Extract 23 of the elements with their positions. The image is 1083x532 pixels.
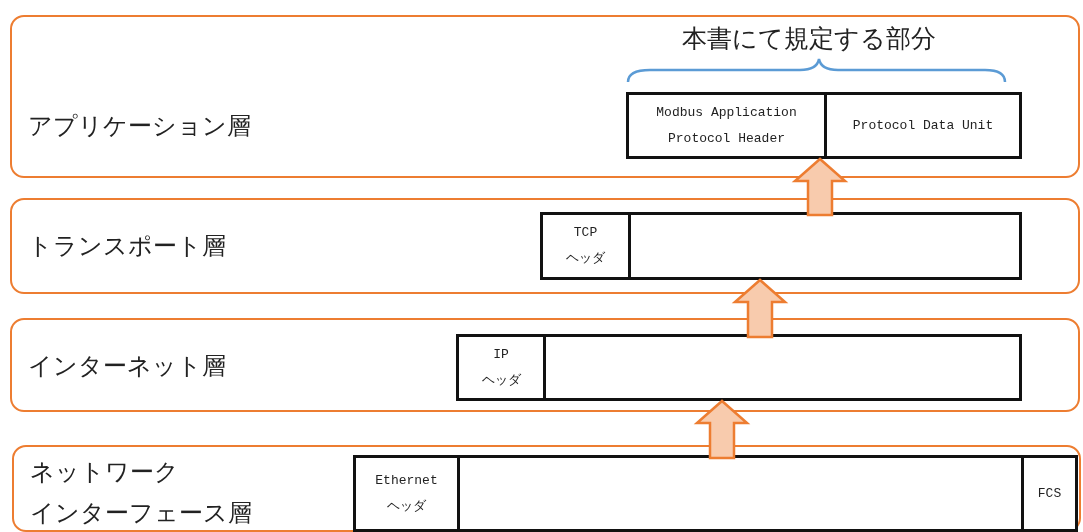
field-label: Modbus Application Protocol Header bbox=[655, 103, 798, 148]
layer-name: ネットワーク bbox=[30, 458, 179, 487]
layer-band bbox=[10, 318, 1080, 412]
layer-band bbox=[10, 198, 1080, 294]
layer-name: インターフェース層 bbox=[30, 499, 252, 528]
block-arrow bbox=[693, 399, 751, 460]
packet-frame bbox=[353, 455, 1078, 532]
field-label: Ethernet ヘッダ bbox=[374, 471, 439, 516]
packet-frame bbox=[456, 334, 1022, 401]
layer-band bbox=[12, 445, 1081, 532]
bracket-label: 本書にて規定する部分 bbox=[682, 24, 936, 54]
field-label: IP ヘッダ bbox=[480, 345, 522, 390]
field-label: FCS bbox=[1037, 484, 1062, 503]
block-arrow bbox=[731, 278, 789, 339]
field-label: TCP ヘッダ bbox=[565, 224, 606, 268]
block-arrow bbox=[791, 157, 849, 217]
layer-band bbox=[10, 15, 1080, 178]
layer-name: インターネット層 bbox=[28, 352, 226, 381]
field-label: Protocol Data Unit bbox=[852, 116, 994, 135]
layer-name: トランスポート層 bbox=[28, 232, 226, 261]
layer-name: アプリケーション層 bbox=[28, 112, 251, 141]
packet-frame bbox=[540, 212, 1022, 280]
packet-frame bbox=[626, 92, 1022, 159]
